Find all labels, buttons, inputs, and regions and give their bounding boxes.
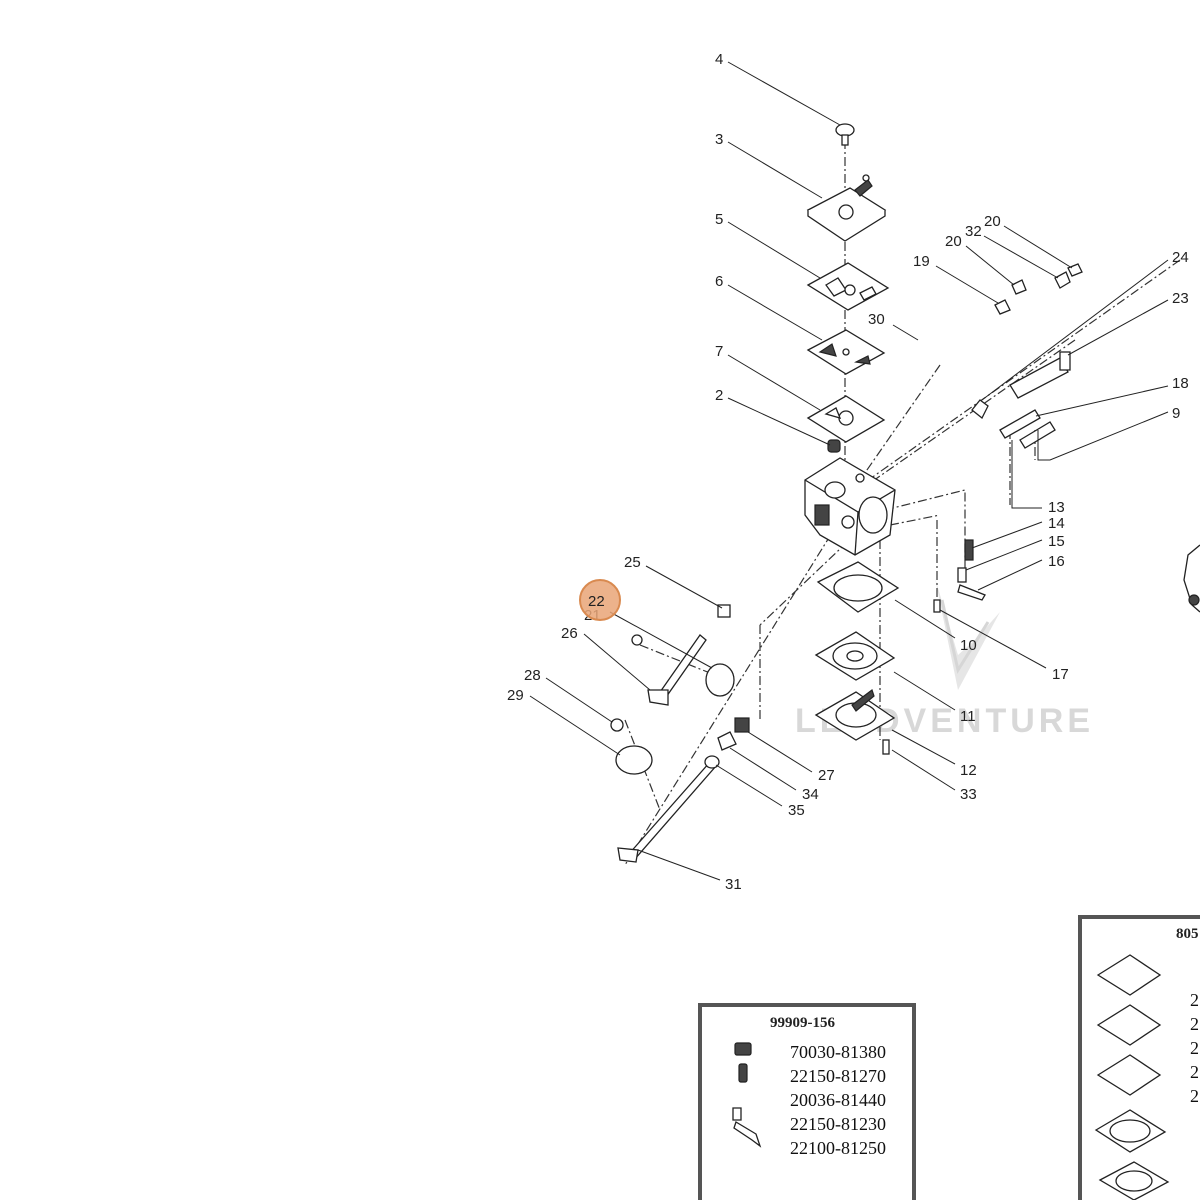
part-spring-13-16: [957, 539, 986, 601]
callout-13: 13: [1048, 499, 1065, 516]
callout-33: 33: [960, 786, 977, 803]
callout-19: 19: [913, 253, 930, 270]
callout-27: 27: [818, 767, 835, 784]
kit-box-title: 805: [1176, 926, 1199, 942]
callout-3: 3: [715, 131, 723, 148]
callout-28: 28: [524, 667, 541, 684]
kit-item: 2: [1190, 990, 1199, 1010]
part-screw-17: [933, 599, 941, 613]
kit-box-99909-156: 99909-156 70030-81380 22150-81270 20036-…: [698, 1003, 916, 1200]
callout-11: 11: [960, 708, 976, 725]
part-carburetor-body: [804, 457, 896, 556]
callout-34: 34: [802, 786, 819, 803]
kit-item: 70030-81380: [790, 1042, 886, 1062]
callout-20a: 20: [945, 233, 962, 250]
part-metering-cover-12: [814, 689, 896, 741]
part-shaft-25-22: [631, 604, 735, 706]
part-cover-3: [806, 174, 887, 242]
kit-item: 2: [1190, 1014, 1199, 1034]
callout-5: 5: [715, 211, 723, 228]
kit-icon-nut: [734, 1042, 752, 1056]
kit-icon-gaskets: [1094, 954, 1170, 1200]
part-pump-plate-7: [806, 395, 886, 443]
callout-15: 15: [1048, 533, 1065, 550]
kit-item: 2: [1190, 1062, 1199, 1082]
callout-24: 24: [1172, 249, 1189, 266]
kit-item: 22150-81230: [790, 1114, 886, 1134]
callout-31: 31: [725, 876, 742, 893]
part-gasket-10: [816, 561, 900, 613]
part-choke-lever-24: [971, 399, 989, 420]
callout-16: 16: [1048, 553, 1065, 570]
callout-22: 22: [588, 593, 605, 610]
callout-14: 14: [1048, 515, 1065, 532]
leader-lines: [529, 61, 1169, 881]
kit-item: 2: [1190, 1086, 1199, 1106]
callout-17: 17: [1052, 666, 1069, 683]
callout-6: 6: [715, 273, 723, 290]
part-diaphragm-11: [814, 631, 896, 681]
part-partial-right: [1183, 544, 1200, 613]
part-diaphragm-5: [806, 262, 890, 311]
kit-icon-spring: [738, 1063, 748, 1083]
part-gasket-6: [806, 329, 886, 375]
callout-12: 12: [960, 762, 977, 779]
callout-4: 4: [715, 51, 723, 68]
kit-item: 20036-81440: [790, 1090, 886, 1110]
kit-icon-needle: [732, 1107, 762, 1148]
part-needles-18-9: [999, 409, 1056, 449]
callout-25: 25: [624, 554, 641, 571]
kit-box-title: 99909-156: [770, 1015, 835, 1031]
callout-20b: 20: [984, 213, 1001, 230]
kit-box-right: 805 2 2 2 2 2: [1078, 915, 1200, 1200]
part-throttle-shaft-31: [617, 717, 750, 863]
callout-26: 26: [561, 625, 578, 642]
kit-item: 22100-81250: [790, 1138, 886, 1158]
callout-9: 9: [1172, 405, 1180, 422]
part-screw-4: [835, 123, 855, 146]
callout-29: 29: [507, 687, 524, 704]
callout-23: 23: [1172, 290, 1189, 307]
part-choke-plate-29: [610, 718, 653, 775]
highlighted-callout-22[interactable]: 22: [579, 579, 621, 621]
callout-10: 10: [960, 637, 977, 654]
callout-7: 7: [715, 343, 723, 360]
callout-30: 30: [868, 311, 885, 328]
callout-32: 32: [965, 223, 982, 240]
kit-item: 22150-81270: [790, 1066, 886, 1086]
part-spring-2: [827, 439, 841, 453]
part-fitting-23: [1009, 351, 1071, 399]
callout-2: 2: [715, 387, 723, 404]
callout-35: 35: [788, 802, 805, 819]
callout-labels: 4 3 5 6 7 2 19 20 32 20 24 23 30 18 9 13…: [507, 51, 1189, 893]
kit-item: 2: [1190, 1038, 1199, 1058]
part-screw-33: [882, 739, 890, 755]
callout-18: 18: [1172, 375, 1189, 392]
part-screws-19-20-32: [994, 263, 1083, 315]
